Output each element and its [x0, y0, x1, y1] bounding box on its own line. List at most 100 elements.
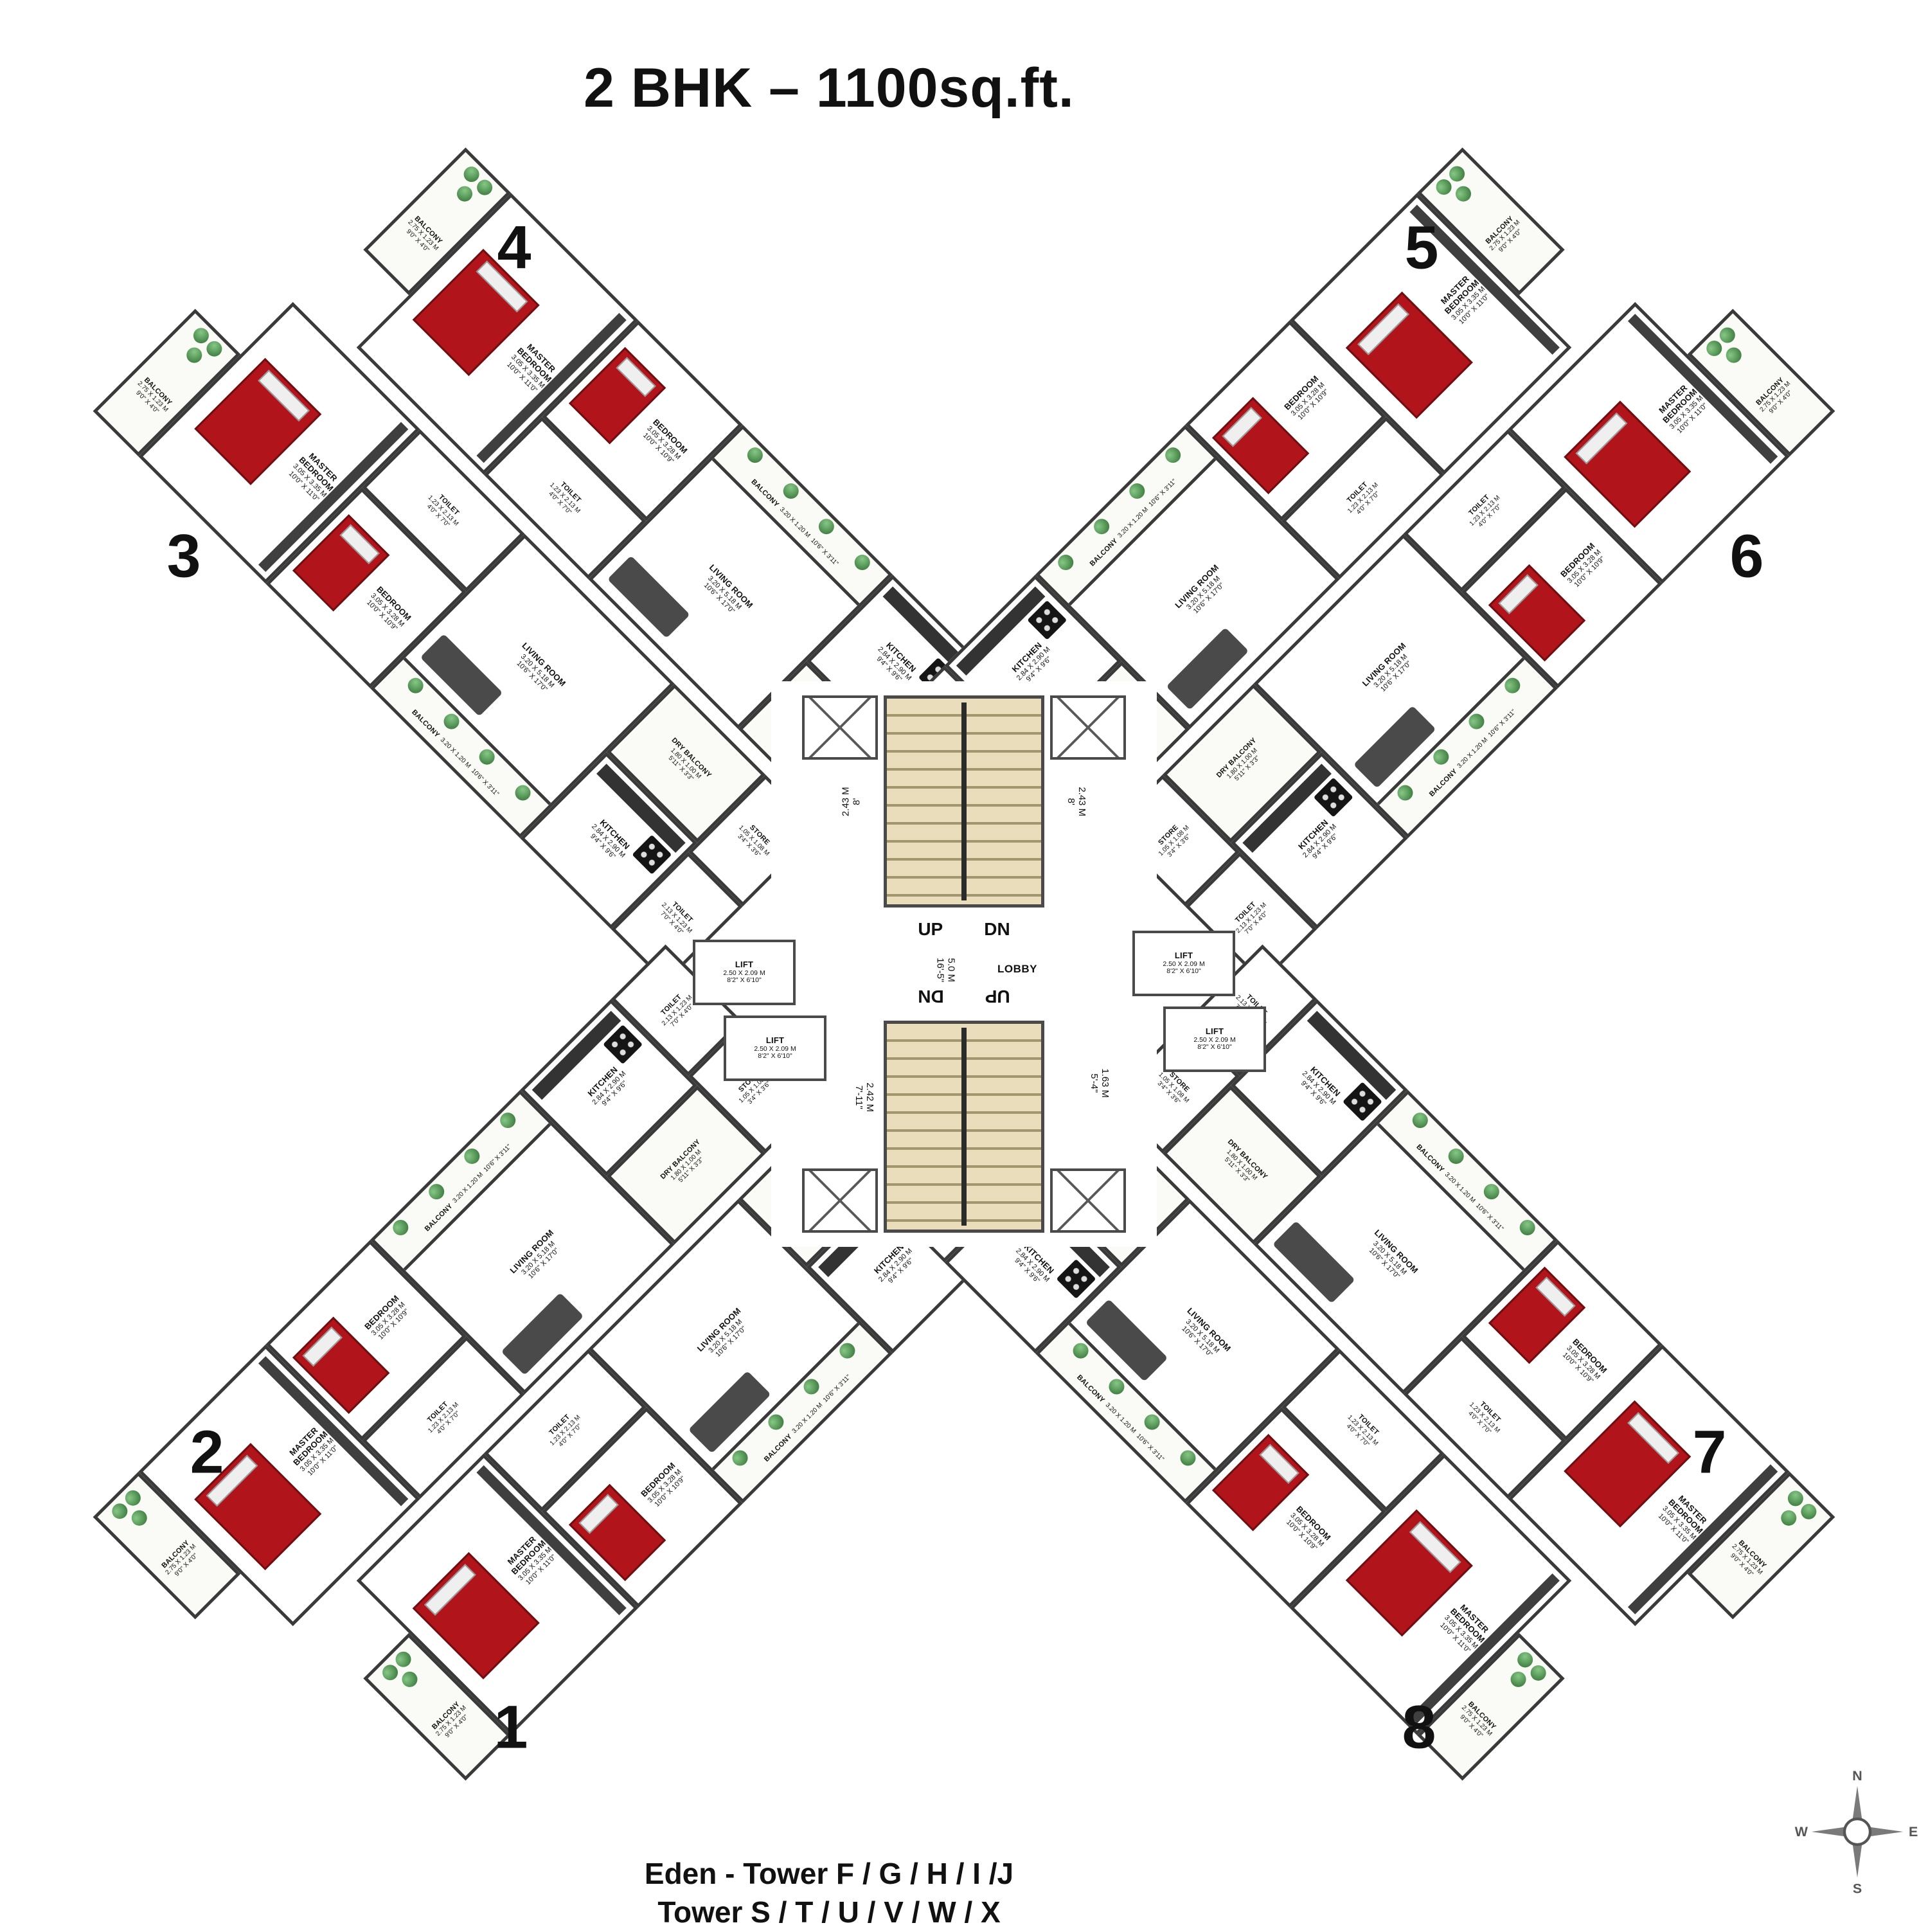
- plant-icon: [512, 782, 534, 804]
- room-name: KITCHEN: [585, 1064, 620, 1098]
- compass-n: N: [1852, 1768, 1862, 1784]
- room-name: BEDROOM: [1294, 1504, 1333, 1543]
- room-dim-ft: 9'4" X 9'6": [588, 832, 617, 861]
- room-name: STORE: [1157, 823, 1181, 847]
- dim-m: 2.43 M: [840, 787, 852, 817]
- plant-icon: [425, 1181, 447, 1203]
- compass-s: S: [1853, 1881, 1862, 1896]
- room-dim-ft: 9'4" X 9'6": [1299, 1079, 1328, 1108]
- staircase-top: [884, 695, 1044, 908]
- dim-ft: 8': [1065, 798, 1076, 805]
- dim-ft: 5'-4": [1088, 1073, 1100, 1093]
- room-name: TOILET: [425, 1400, 450, 1424]
- room-name: KITCHEN: [598, 817, 632, 852]
- room-dim-ft: 9'0" X 4'0": [134, 389, 161, 415]
- plant-icon: [780, 479, 802, 502]
- room-name: DRY BALCONY: [659, 1138, 702, 1181]
- plant-icon: [1507, 1668, 1530, 1690]
- room-name: LIVING ROOM: [508, 1228, 556, 1276]
- lift-label: LIFT: [1205, 1026, 1224, 1037]
- pillow-icon: [1498, 574, 1539, 614]
- room-dim-m: 3.05 X 3.28 M: [1289, 380, 1326, 418]
- shaft-icon: [1050, 695, 1126, 760]
- pillow-icon: [1575, 412, 1628, 465]
- room-name: BALCONY: [142, 375, 174, 407]
- room-name: BALCONY: [430, 1700, 461, 1731]
- lift: LIFT 2.50 X 2.09 M 8'2" X 6'10": [724, 1015, 826, 1081]
- room-name: KITCHEN: [1296, 817, 1330, 852]
- room-dim-ft: 10'6" X 17'0": [702, 582, 736, 616]
- unit-number-7: 7: [1692, 1418, 1727, 1487]
- room-dim-ft: 9'4" X 9'6": [887, 1257, 916, 1285]
- room-name: LIVING ROOM: [707, 562, 755, 611]
- room-dim-m: 1.05 X 1.08 M: [737, 824, 771, 857]
- room-name: BEDROOM: [639, 1460, 677, 1499]
- lift-dim-ft: 8'2" X 6'10": [1166, 967, 1201, 976]
- compass-e: E: [1909, 1824, 1918, 1839]
- room-dim-m: 2.84 X 2.90 M: [1014, 1247, 1051, 1284]
- room-dim-ft: 10'0" X 10'9": [1560, 1351, 1595, 1386]
- room-dim-m: 3.20 X 5.18 M: [1184, 574, 1222, 611]
- room-dim-ft: 9'0" X 4'0": [1497, 228, 1523, 254]
- room-dim-m: 1.80 X 1.00 M: [1225, 746, 1259, 780]
- room-dim-m: 2.75 X 1.23 M: [164, 1543, 198, 1577]
- kitchen-counter-icon: [956, 586, 1046, 676]
- pillow-icon: [339, 524, 380, 564]
- plant-icon: [1069, 1339, 1092, 1362]
- plant-icon: [1177, 1447, 1199, 1469]
- dn-label: DN: [984, 919, 1010, 939]
- room-dim-m: 1.80 X 1.00 M: [669, 1148, 703, 1182]
- room-dim-m: 3.05 X 3.35 M: [1661, 1505, 1698, 1542]
- room-dim-m: 3.05 X 3.35 M: [1668, 394, 1705, 431]
- plant-icon: [1161, 444, 1184, 467]
- plant-icon: [1465, 710, 1488, 733]
- plants: [442, 157, 501, 217]
- plant-icon: [1722, 344, 1745, 366]
- room-dim-ft: 4'0" X 7'0": [1477, 503, 1503, 529]
- room-dim-m: 3.05 X 3.28 M: [369, 591, 406, 629]
- room-dim-ft: 9'0" X 4'0": [1729, 1552, 1755, 1578]
- unit-number-2: 2: [190, 1418, 224, 1487]
- dim-m: 1.63 M: [1100, 1068, 1111, 1098]
- lift-dim-ft: 8'2" X 6'10": [1197, 1043, 1232, 1051]
- room-dim-ft: 10'6" X 17'0": [1192, 582, 1226, 616]
- room-dim-ft: 4'0" X 7'0": [425, 503, 451, 529]
- room-dim-m: 2.84 X 2.90 M: [1300, 1069, 1337, 1107]
- room-name: KITCHEN: [884, 640, 918, 674]
- pillow-icon: [424, 1564, 476, 1616]
- lift: LIFT 2.50 X 2.09 M 8'2" X 6'10": [693, 940, 796, 1005]
- room-dim-m: 2.75 X 1.23 M: [1488, 219, 1522, 253]
- room-dim-ft: 5'11" X 3'3": [666, 755, 695, 783]
- dimension-label: 2.43 M 8': [1065, 787, 1088, 817]
- pillow-icon: [1535, 1276, 1576, 1317]
- plant-icon: [836, 1339, 859, 1362]
- lift-dim-m: 2.50 X 2.09 M: [723, 969, 765, 977]
- plant-icon: [389, 1216, 412, 1239]
- lift-dim-ft: 8'2" X 6'10": [727, 976, 762, 985]
- plant-icon: [1798, 1500, 1819, 1523]
- room-name: BEDROOM: [362, 1292, 401, 1332]
- plant-icon: [851, 551, 873, 573]
- plant-icon: [454, 183, 476, 205]
- plant-icon: [128, 1507, 150, 1529]
- room-dim-ft: 9'4" X 9'6": [1024, 655, 1053, 684]
- room-dim-ft: 5'11" X 3'3": [677, 1156, 706, 1185]
- plant-icon: [440, 710, 463, 733]
- shaft-icon: [802, 695, 878, 760]
- compass-icon: N E S W: [1795, 1768, 1918, 1897]
- room-dim-ft: 3'4" X 3'6": [1156, 1080, 1182, 1106]
- room-dim-ft: 10'6" X 17'0": [1379, 659, 1413, 694]
- room-name: STORE: [1167, 1070, 1191, 1094]
- room-dim-ft: 3'4" X 3'6": [746, 1080, 772, 1106]
- room-dim-ft: 9'4" X 9'6": [600, 1079, 629, 1108]
- dimension-label: 5.0 M 16'-5": [934, 958, 956, 982]
- room-dim-m: 3.05 X 3.28 M: [646, 1467, 683, 1505]
- room-dim-m: 2.84 X 2.90 M: [591, 1069, 628, 1107]
- plant-icon: [1126, 479, 1148, 502]
- plant-icon: [1501, 674, 1524, 697]
- sofa-icon: [1272, 1221, 1355, 1304]
- lobby-label: LOBBY: [997, 963, 1037, 975]
- room-dim-ft: 9'4" X 9'6": [1311, 832, 1340, 861]
- dim-m: 2.43 M: [1076, 787, 1088, 817]
- room-name: BEDROOM: [1571, 1336, 1609, 1375]
